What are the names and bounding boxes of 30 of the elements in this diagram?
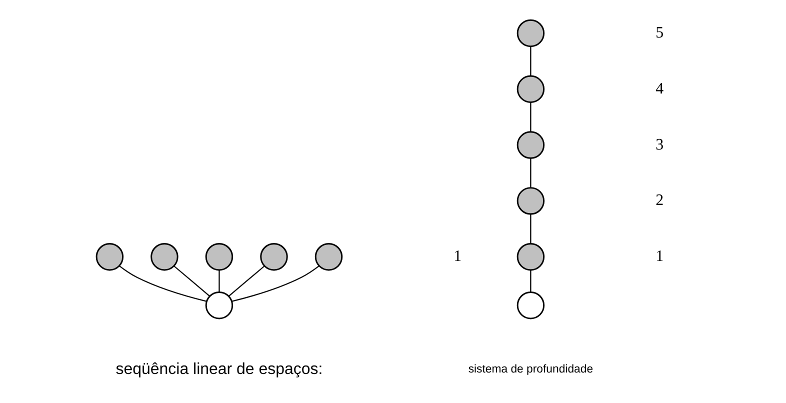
connector (118, 265, 206, 302)
connector (231, 265, 319, 302)
node-circle (516, 242, 544, 271)
node-circle (204, 291, 233, 320)
label: 2 (655, 192, 664, 210)
node-circle (95, 242, 124, 271)
label: 1 (655, 248, 664, 266)
connector (530, 158, 531, 188)
connector (530, 214, 531, 244)
node-circle (516, 291, 544, 320)
node-circle (516, 131, 544, 159)
connector (228, 266, 264, 297)
node-circle (204, 242, 233, 271)
connector (530, 102, 531, 132)
connector (218, 270, 220, 292)
label: 1 (453, 248, 462, 266)
label: 5 (655, 24, 664, 42)
connector (530, 46, 531, 76)
label: seqüência linear de espaços: (115, 361, 322, 378)
label: 4 (655, 80, 664, 98)
label: 3 (655, 136, 664, 154)
node-circle (516, 187, 544, 215)
node-circle (516, 75, 544, 103)
node-circle (516, 19, 544, 48)
node-circle (150, 242, 178, 271)
connector (530, 270, 531, 292)
node-circle (260, 242, 288, 271)
label: sistema de profundidade (468, 364, 593, 376)
node-circle (314, 242, 342, 271)
connector (173, 266, 210, 297)
